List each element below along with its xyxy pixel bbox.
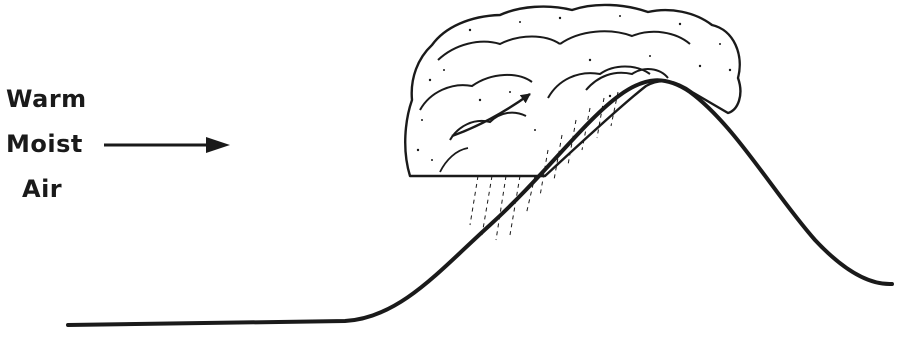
arrow-right-icon: [104, 137, 230, 153]
